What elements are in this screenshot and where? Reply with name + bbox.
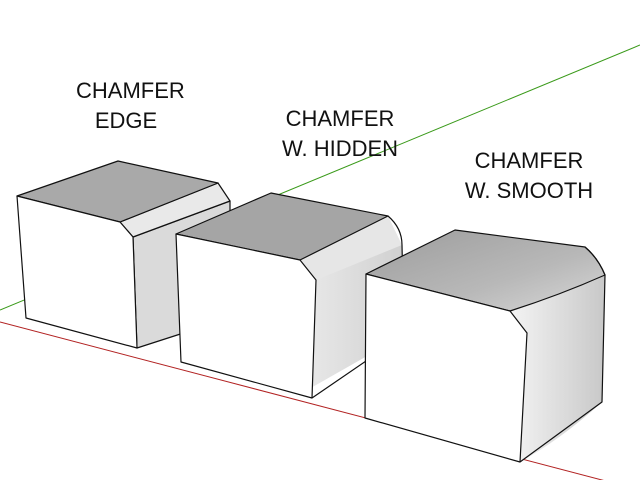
red-axis <box>0 321 604 480</box>
label-chamfer-edge: CHAMFER EDGE <box>76 76 185 136</box>
box3-front-face <box>364 273 528 463</box>
box1-front-face <box>16 195 138 349</box>
label-chamfer-hidden-line1: CHAMFER <box>285 106 395 131</box>
box2-front-face <box>175 233 317 399</box>
label-chamfer-edge-line2: EDGE <box>94 108 158 133</box>
box3-side-face <box>510 275 605 462</box>
label-chamfer-hidden: CHAMFER W. HIDDEN <box>272 104 408 164</box>
box2-chamfer-face <box>300 216 402 280</box>
label-chamfer-smooth-line2: W. SMOOTH <box>464 178 594 203</box>
box2-outline <box>311 215 405 399</box>
box-chamfer-smooth[interactable] <box>364 229 606 463</box>
label-chamfer-smooth-line1: CHAMFER <box>474 148 584 173</box>
label-chamfer-edge-line1: CHAMFER <box>76 78 185 103</box>
box3-outline <box>519 246 606 463</box>
label-chamfer-smooth: CHAMFER W. SMOOTH <box>456 146 602 206</box>
label-chamfer-hidden-line2: W. HIDDEN <box>281 136 399 161</box>
